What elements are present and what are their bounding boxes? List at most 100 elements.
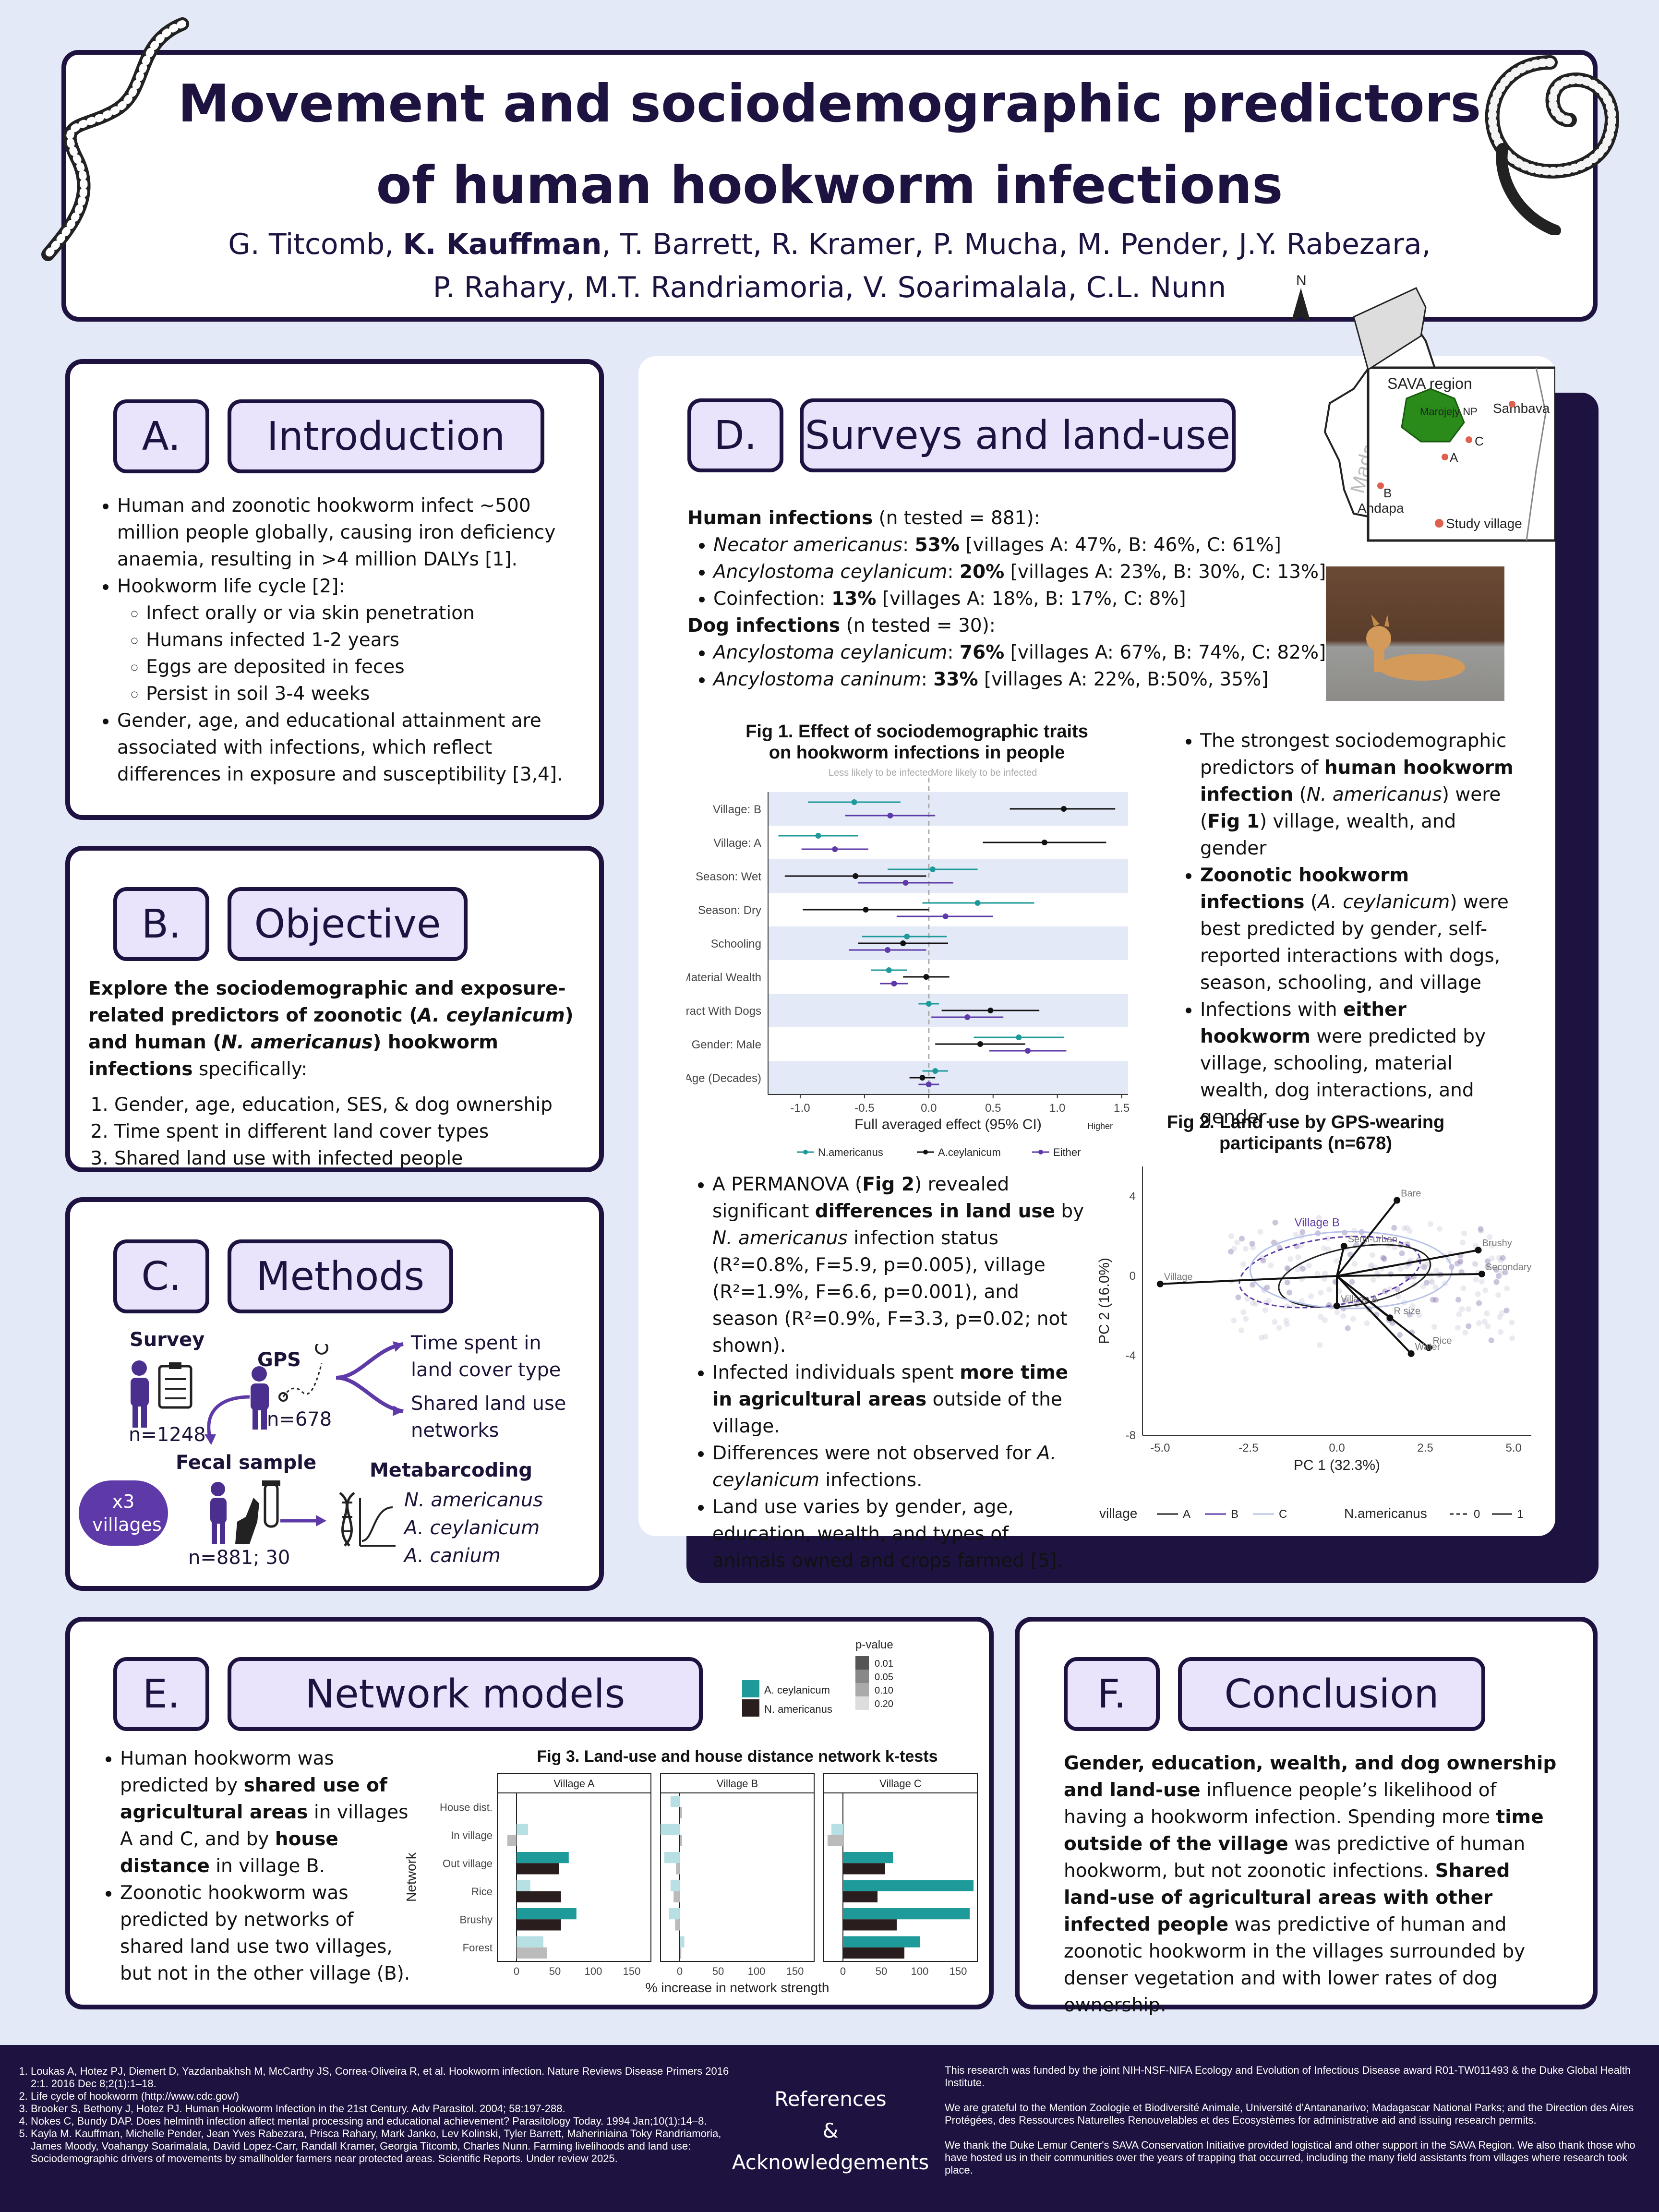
fig2-point <box>1472 1262 1479 1268</box>
fig2-point <box>1259 1255 1265 1261</box>
fig2-point <box>1322 1271 1328 1277</box>
fig2-point <box>1287 1256 1294 1262</box>
fig2-point <box>1350 1316 1356 1322</box>
fig2-point <box>1482 1287 1489 1293</box>
fig1-point <box>887 813 893 818</box>
fig2-loading-head <box>1425 1344 1432 1351</box>
fig2-point <box>1473 1276 1479 1283</box>
fig3-bar-na <box>843 1919 897 1931</box>
intro-bullet-2: Hookworm life cycle [2]: Infect orally o… <box>117 573 571 708</box>
reference-3: Brooker S, Bethony J, Hotez PJ. Human Ho… <box>31 2103 741 2115</box>
fig2-point <box>1334 1309 1340 1315</box>
fig1-legend-dot <box>923 1150 928 1154</box>
fig2-point <box>1228 1249 1234 1255</box>
fig2-point <box>1459 1306 1465 1312</box>
fig3-row-label: In village <box>451 1829 493 1841</box>
fig2-point <box>1461 1230 1467 1237</box>
fig3-panel-frame <box>823 1792 978 1962</box>
fig2-point <box>1349 1279 1355 1285</box>
fig2-point <box>1484 1263 1491 1270</box>
fig3-bar-na <box>843 1891 878 1902</box>
poster-title-line2: of human hookworm infections <box>376 156 1283 216</box>
fig2-point <box>1293 1231 1299 1238</box>
fig2-point <box>1433 1267 1440 1274</box>
fig2-point <box>1407 1311 1413 1318</box>
fig1-point <box>1025 1048 1031 1054</box>
fig3-bar-na <box>517 1947 547 1959</box>
fig1-point <box>885 947 891 953</box>
fig3-bar-ac <box>843 1936 920 1948</box>
fig2-point <box>1484 1310 1490 1317</box>
authors-bold: K. Kauffman <box>403 228 602 261</box>
objective-item-3: Shared land use with infected people <box>114 1145 588 1172</box>
fig2-loading-arrow <box>1336 1200 1398 1277</box>
fig2-x-tick-label: 2.5 <box>1417 1442 1433 1455</box>
fig3-bar-na <box>517 1919 561 1931</box>
time-spent-text: Time spent in land cover type <box>411 1332 561 1381</box>
fig1-point <box>891 981 897 986</box>
fig1-less-label: Less likely to be infected <box>829 768 933 778</box>
fig2-point <box>1326 1286 1333 1293</box>
fig3-bar-ac <box>843 1908 970 1920</box>
fig3-x-tick-label: 50 <box>549 1965 561 1977</box>
fig2-loading-arrow <box>1336 1249 1479 1277</box>
dog-infections-head: Dog infections (n tested = 30): <box>687 615 996 637</box>
fig3-bar-ac <box>670 1880 680 1891</box>
fig1-row-label: Gender: Male <box>692 1038 761 1051</box>
authors-line2: P. Rahary, M.T. Randriamoria, V. Soarima… <box>433 271 1226 304</box>
fig2-point <box>1250 1282 1256 1288</box>
methods-letter: C. <box>113 1239 209 1313</box>
fig2-loading-head <box>1334 1302 1340 1310</box>
fig3-x-tick-label: 100 <box>585 1965 602 1977</box>
fig3-x-tick-label: 150 <box>786 1965 804 1977</box>
human-infection-2: Ancylostoma ceylanicum: 20% [villages A:… <box>713 559 1359 586</box>
reference-2: Life cycle of hookworm (http://www.cdc.g… <box>31 2090 741 2103</box>
fig2-point <box>1264 1285 1270 1291</box>
fig2-point <box>1429 1279 1435 1286</box>
dog-infection-2: Ancylostoma caninum: 33% [villages A: 22… <box>713 666 1359 693</box>
fig2-point <box>1317 1342 1323 1348</box>
fig3-bar-ac <box>670 1796 680 1807</box>
fig3-pvalue-swatch <box>855 1656 869 1670</box>
gps-label: GPS <box>257 1349 301 1371</box>
fig3-x-tick-label: 0 <box>677 1965 683 1977</box>
fig2-point <box>1419 1263 1426 1270</box>
fig2-point <box>1497 1314 1503 1320</box>
fig2-point <box>1509 1335 1515 1341</box>
fig2-x-tick-label: -5.0 <box>1150 1442 1170 1455</box>
fig2-point <box>1479 1278 1485 1285</box>
objective-item-2: Time spent in different land cover types <box>114 1118 588 1145</box>
fig3-pvalue-swatch <box>855 1683 869 1696</box>
fig3-bar-ac <box>664 1852 680 1863</box>
objective-statement: Explore the sociodemographic and exposur… <box>88 978 574 1080</box>
fig1-point <box>919 1075 926 1081</box>
fig2-point <box>1262 1334 1268 1340</box>
fig3-x-tick-label: 100 <box>911 1965 929 1977</box>
fig3-y-axis-label: Network <box>404 1852 419 1902</box>
fig2-loading-arrow <box>1336 1273 1482 1277</box>
fig3-bar-na <box>680 1807 682 1818</box>
fecal-n: n=881; 30 <box>188 1547 290 1569</box>
fig3-legend-ac: A. ceylanicum <box>764 1684 830 1696</box>
finding-3: Infections with either hookworm were pre… <box>1200 997 1520 1131</box>
fig2-x-tick-label: 0.0 <box>1329 1442 1345 1455</box>
fig1-legend-label: Either <box>1053 1146 1081 1158</box>
fig2-point <box>1258 1334 1264 1341</box>
authors-line1: G. Titcomb, K. Kauffman, T. Barrett, R. … <box>66 228 1593 261</box>
fig3-pvalue-label: 0.01 <box>875 1659 893 1669</box>
landuse-finding-1: A PERMANOVA (Fig 2) revealed significant… <box>712 1171 1085 1359</box>
fig1-row-label: Material Wealth <box>686 971 761 984</box>
hookworm-illustration-left-icon <box>41 17 189 261</box>
fig1-point <box>832 846 838 852</box>
metabarcoding-label: Metabarcoding <box>370 1459 533 1481</box>
fig1-x-tick-label: 0.0 <box>921 1102 937 1115</box>
shared-land-text: Shared land use networks <box>411 1393 566 1442</box>
fig2-point <box>1478 1227 1484 1234</box>
fig2-point <box>1397 1332 1403 1338</box>
fig2-point <box>1498 1270 1504 1276</box>
fig2-point <box>1433 1297 1439 1303</box>
fig3-panel-frame <box>660 1792 815 1962</box>
human-infection-1: Necator americanus: 53% [villages A: 47%… <box>713 532 1359 559</box>
